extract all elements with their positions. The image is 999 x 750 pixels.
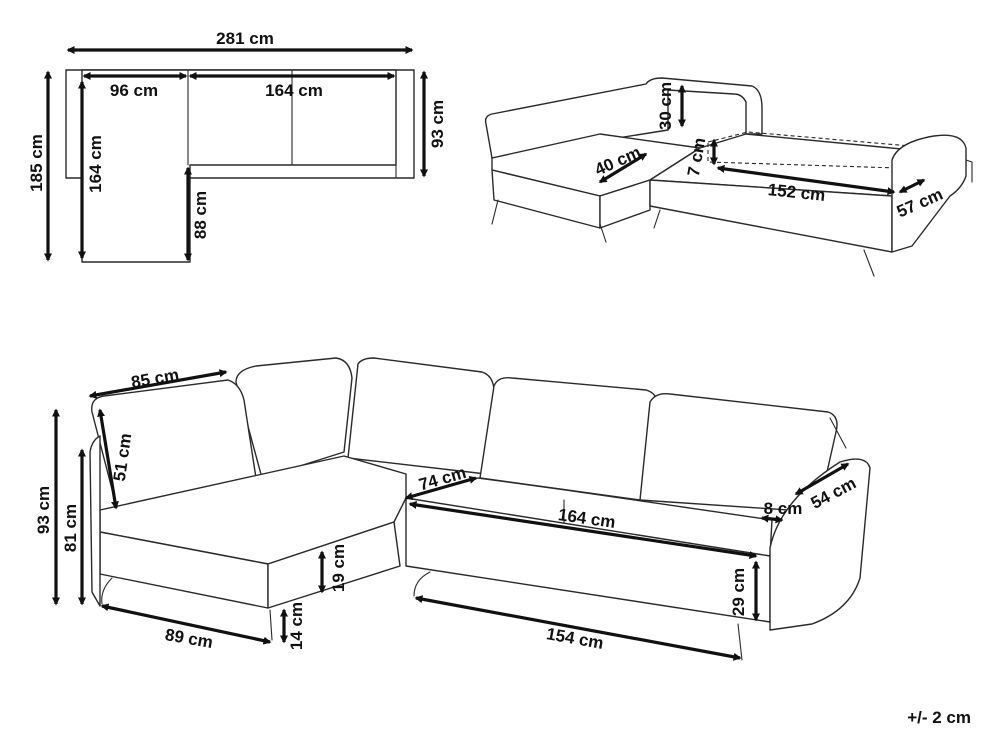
dim-arm-length (794, 462, 850, 496)
bed-right-arm (891, 134, 967, 253)
label-armrest-height: 30 cm (656, 82, 675, 130)
label-total-width: 281 cm (216, 29, 274, 48)
bed-leg-4 (863, 249, 875, 277)
bed-leg-3 (653, 209, 661, 229)
label-base-height: 19 cm (329, 544, 348, 592)
label-leg-height: 14 cm (287, 602, 306, 650)
bed-leg-1 (491, 199, 499, 225)
front-right-arm (769, 458, 871, 631)
dim-seat-width (408, 501, 758, 559)
bed-arm-edge (965, 159, 973, 163)
front-left-arm (89, 435, 101, 607)
top-view-dimensions: 281 cm 96 cm 164 cm 185 cm 164 cm 88 cm … (27, 29, 447, 262)
label-chaise-length: 164 cm (86, 135, 105, 193)
bed-view-drawing (484, 77, 973, 277)
front-right-arm-back (829, 417, 847, 449)
front-back-cushion-1 (235, 357, 353, 479)
dim-bed-depth (598, 152, 648, 184)
front-back-cushion-2 (347, 357, 495, 475)
front-leg-2 (269, 609, 273, 641)
dim-cushion-height (97, 408, 119, 510)
label-total-height: 93 cm (34, 486, 53, 534)
dim-seat-depth (404, 475, 478, 501)
label-chaise-gap: 88 cm (191, 191, 210, 239)
front-back-cushion-4 (639, 392, 838, 513)
front-leg-1 (101, 577, 113, 605)
dim-sofa-base (414, 595, 742, 661)
dim-bed-length (716, 164, 896, 196)
front-leg-3 (413, 571, 431, 597)
dim-armrest-depth (898, 178, 926, 194)
bed-leg-2 (599, 223, 607, 243)
bed-pullout-outline (707, 131, 911, 169)
bed-chaise-side (599, 179, 651, 229)
label-sofa-width: 164 cm (265, 81, 323, 100)
tolerance-note: +/- 2 cm (907, 708, 971, 727)
front-chaise-side (267, 521, 401, 609)
label-sofa-depth: 93 cm (428, 100, 447, 148)
bed-backrest (484, 77, 763, 159)
top-view-drawing (65, 69, 415, 263)
label-chaise-width: 96 cm (110, 81, 158, 100)
label-seat-height: 29 cm (729, 568, 748, 616)
label-total-depth: 185 cm (27, 134, 46, 192)
front-leg-4 (737, 623, 743, 661)
label-arm-width: 8 cm (764, 499, 803, 518)
label-sofa-base: 154 cm (545, 624, 605, 653)
dim-chaise-base (100, 603, 272, 645)
label-arm-height: 81 cm (61, 504, 80, 552)
front-view-drawing (89, 357, 871, 661)
dim-arm-width (760, 514, 784, 524)
dim-chaise-back (88, 369, 228, 399)
